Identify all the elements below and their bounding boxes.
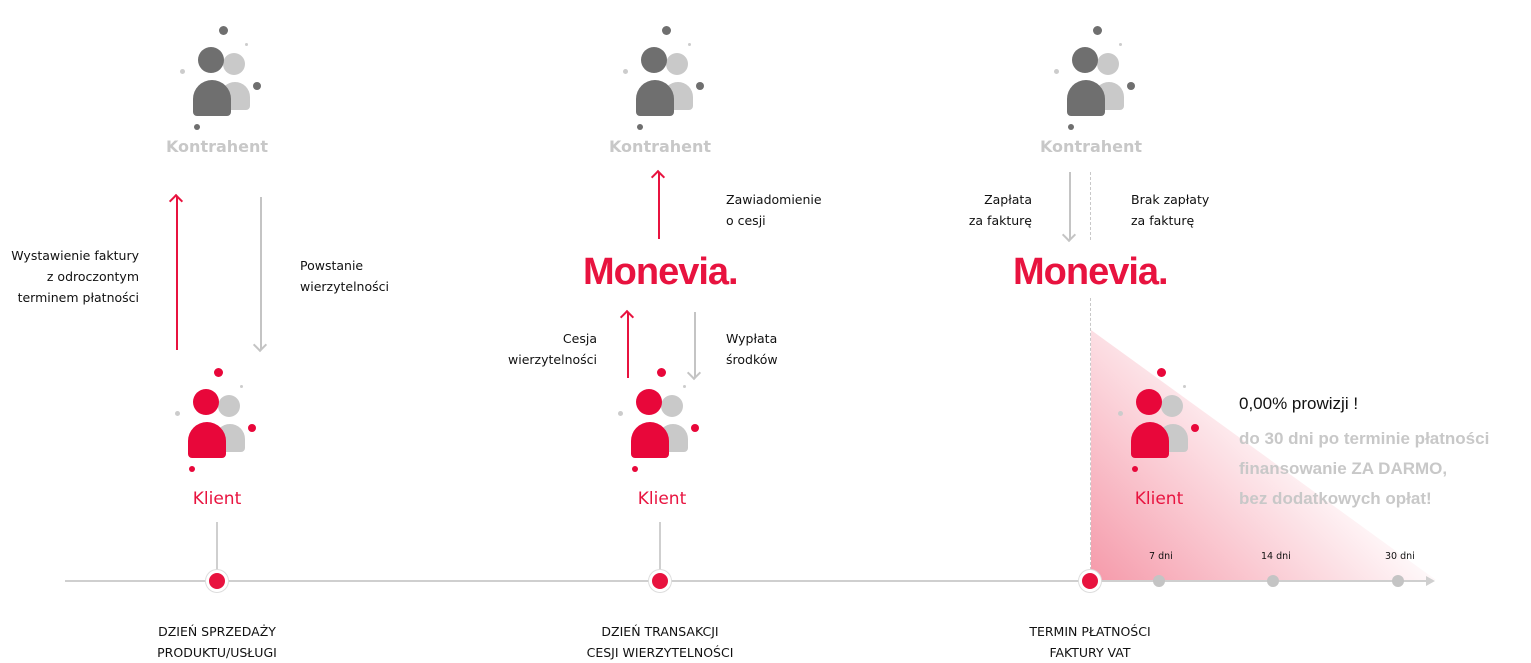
promo-line: finansowanie ZA DARMO, xyxy=(1239,459,1448,478)
timeline-stem xyxy=(659,522,661,572)
arrow-up-icon xyxy=(176,196,178,350)
dashed-line xyxy=(1090,172,1091,240)
monevia-logo: Monevia. xyxy=(583,251,739,293)
arrow-up-icon xyxy=(658,172,660,239)
arrow-down-icon xyxy=(1069,172,1071,240)
klient-icon xyxy=(615,364,715,479)
day-label: 14 dni xyxy=(1261,551,1291,562)
dashed-line xyxy=(1090,298,1091,570)
monevia-logo: Monevia. xyxy=(1013,251,1169,293)
arrow-up-icon xyxy=(627,312,629,378)
klient-label: Klient xyxy=(192,489,242,509)
day-marker xyxy=(1153,575,1165,587)
klient-label: Klient xyxy=(1134,489,1184,509)
timeline-point xyxy=(1079,570,1101,592)
timeline-arrow-icon xyxy=(1426,576,1435,586)
arrow-down-icon xyxy=(260,197,262,350)
klient-icon xyxy=(1115,364,1215,479)
timeline-point xyxy=(206,570,228,592)
kontrahent-icon xyxy=(1051,22,1151,137)
promo-line: bez dodatkowych opłat! xyxy=(1239,489,1432,508)
klient-label: Klient xyxy=(637,489,687,509)
day-marker xyxy=(1392,575,1404,587)
timeline-stem xyxy=(216,522,218,572)
promo-headline: 0,00% prowizji ! xyxy=(1239,394,1359,413)
day-label: 30 dni xyxy=(1385,551,1415,562)
arrow-down-icon xyxy=(694,312,696,378)
kontrahent-icon xyxy=(177,22,277,137)
day-marker xyxy=(1267,575,1279,587)
klient-icon xyxy=(172,364,272,479)
kontrahent-label: Kontrahent xyxy=(165,137,269,156)
promo-line: do 30 dni po terminie płatności xyxy=(1239,429,1490,448)
timeline-point xyxy=(649,570,671,592)
kontrahent-icon xyxy=(620,22,720,137)
kontrahent-label: Kontrahent xyxy=(608,137,712,156)
kontrahent-label: Kontrahent xyxy=(1039,137,1143,156)
timeline-axis xyxy=(65,580,1430,582)
day-label: 7 dni xyxy=(1149,551,1173,562)
